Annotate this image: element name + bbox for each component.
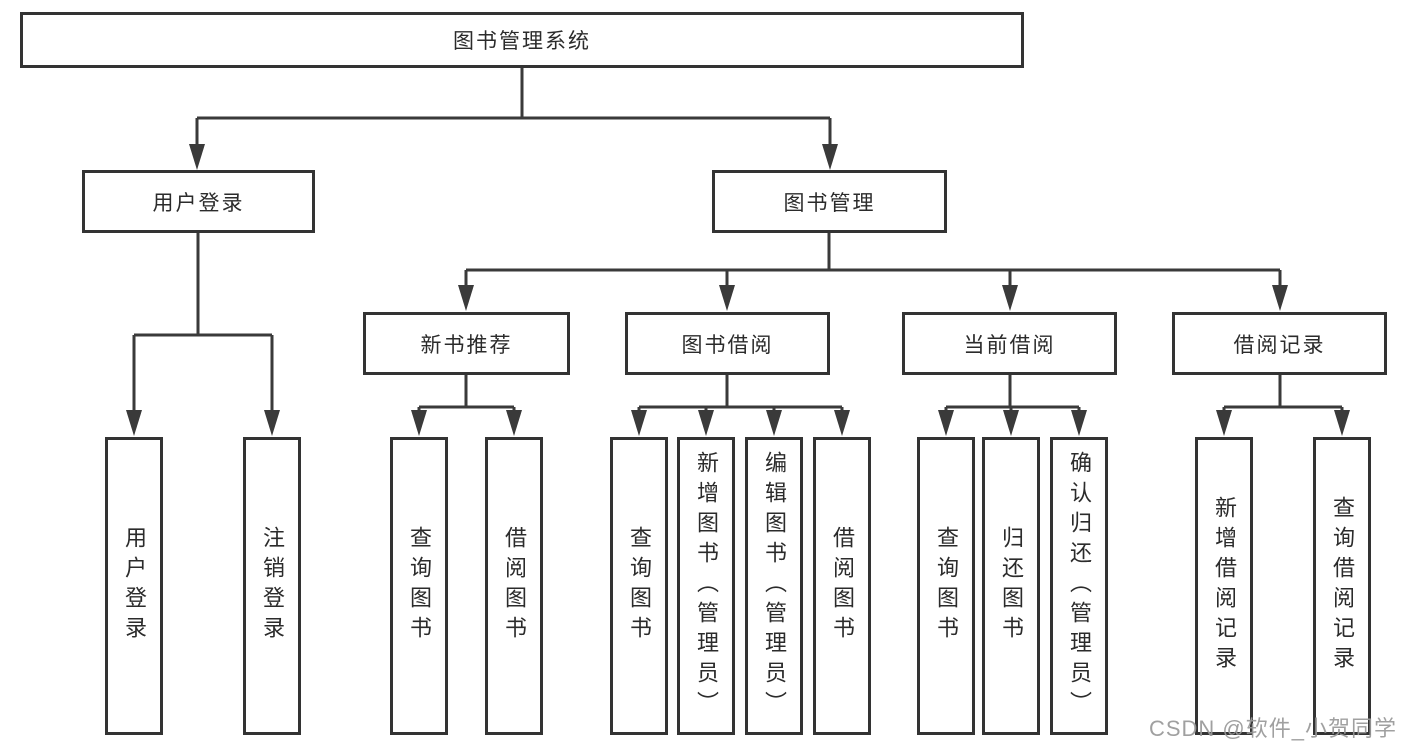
- leaf-label: 查询借阅记录: [1330, 496, 1355, 676]
- leaf-add-borrow-record: 新增借阅记录: [1195, 437, 1253, 735]
- node-label: 当前借阅: [963, 333, 1056, 357]
- csdn-watermark: CSDN @软件_小贺同学: [1148, 716, 1397, 741]
- leaf-label: 归还图书: [999, 526, 1024, 646]
- leaf-query-book-recommend: 查询图书: [390, 437, 448, 735]
- leaf-label: 查询图书: [627, 526, 652, 646]
- leaf-label: 借阅图书: [502, 526, 527, 646]
- node-root-system: 图书管理系统: [20, 12, 1024, 68]
- node-current-borrowing: 当前借阅: [902, 312, 1117, 375]
- leaf-add-book-admin: 新增图书（管理员）: [677, 437, 735, 735]
- leaf-label: 新增图书（管理员）: [694, 451, 719, 721]
- leaf-label: 确认归还（管理员）: [1067, 451, 1092, 721]
- node-label: 图书管理系统: [453, 30, 591, 53]
- leaf-label: 注销登录: [260, 526, 285, 646]
- leaf-query-book-borrowing: 查询图书: [610, 437, 668, 735]
- node-borrowing-records: 借阅记录: [1172, 312, 1387, 375]
- leaf-edit-book-admin: 编辑图书（管理员）: [745, 437, 803, 735]
- node-new-book-recommend: 新书推荐: [363, 312, 570, 375]
- leaf-user-login: 用户登录: [105, 437, 163, 735]
- leaf-label: 新增借阅记录: [1212, 496, 1237, 676]
- node-book-borrowing: 图书借阅: [625, 312, 830, 375]
- leaf-label: 用户登录: [122, 526, 147, 646]
- leaf-borrow-book-borrowing: 借阅图书: [813, 437, 871, 735]
- leaf-query-borrow-record: 查询借阅记录: [1313, 437, 1371, 735]
- leaf-label: 编辑图书（管理员）: [762, 451, 787, 721]
- leaf-query-book-current: 查询图书: [917, 437, 975, 735]
- node-book-management: 图书管理: [712, 170, 947, 233]
- node-label: 图书借阅: [681, 333, 774, 357]
- leaf-confirm-return-admin: 确认归还（管理员）: [1050, 437, 1108, 735]
- node-user-login: 用户登录: [82, 170, 315, 233]
- node-label: 用户登录: [152, 191, 245, 215]
- node-label: 图书管理: [783, 191, 876, 215]
- leaf-borrow-book-recommend: 借阅图书: [485, 437, 543, 735]
- node-label: 新书推荐: [420, 333, 513, 357]
- leaf-label: 查询图书: [934, 526, 959, 646]
- leaf-return-book: 归还图书: [982, 437, 1040, 735]
- leaf-label: 借阅图书: [830, 526, 855, 646]
- leaf-logout: 注销登录: [243, 437, 301, 735]
- leaf-label: 查询图书: [407, 526, 432, 646]
- node-label: 借阅记录: [1233, 333, 1326, 357]
